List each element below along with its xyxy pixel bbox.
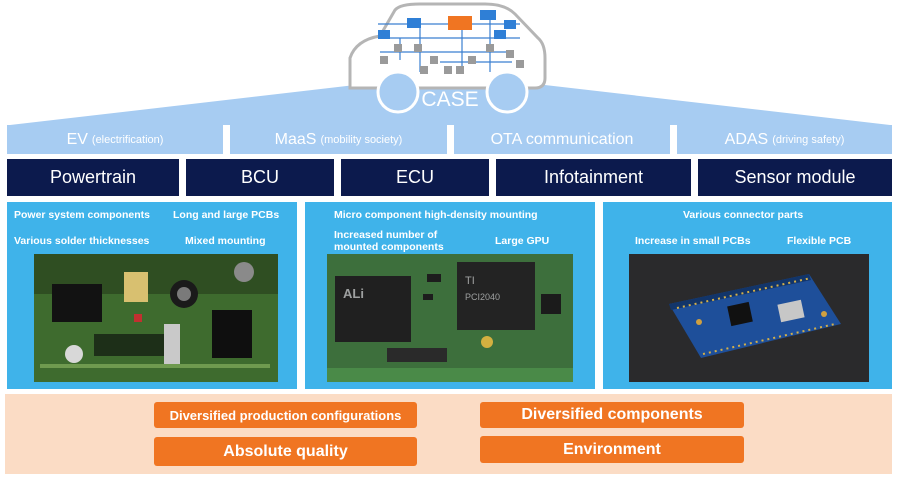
label-connector-parts: Various connector parts [683,209,804,221]
case-maas-label: MaaS [274,130,317,148]
panel-ecu: Micro component high-density mounting In… [305,202,595,389]
photo-small-pcb [629,254,869,382]
photo-power-pcb [34,254,278,382]
label-long-pcbs: Long and large PCBs [173,209,280,221]
case-adas-label: ADAS [724,130,769,148]
node-box [504,20,516,29]
module-infotainment: Infotainment [496,159,691,196]
ecu-central-box [448,16,472,30]
label-power-system: Power system components [14,209,150,221]
bottom-band: Diversified production configurations Di… [5,394,892,474]
label-increased-number: Increased number of [334,229,438,241]
node-box [494,30,506,39]
case-ota-label: OTA communication [490,130,634,148]
case-ev-cell: EV (electrification) [7,125,223,154]
label-mixed-mounting: Mixed mounting [185,235,266,247]
case-adas-cell: ADAS (driving safety) [677,125,892,154]
label-flexible-pcb: Flexible PCB [787,235,852,247]
module-ecu: ECU [341,159,489,196]
chip-pci-text: PCI2040 [465,292,500,302]
case-ota-cell: OTA communication [454,125,670,154]
photo-ecu-pcb: ALi TI PCI2040 [327,254,573,382]
chip-ti-text: TI [465,275,475,287]
panel-powertrain: Power system components Long and large P… [7,202,297,389]
btn-absolute-quality: Absolute quality [154,437,417,466]
node-box [480,10,496,20]
module-bcu: BCU [186,159,334,196]
btn-environment: Environment [480,436,744,463]
case-label: CASE [421,88,479,111]
case-adas-sub: (driving safety) [772,133,845,146]
case-ev-label: EV [66,130,88,148]
module-powertrain: Powertrain [7,159,179,196]
label-micro-mounting: Micro component high-density mounting [334,209,538,221]
label-mounted-components: mounted components [334,241,444,253]
label-large-gpu: Large GPU [495,235,550,247]
btn-diversified-components: Diversified components [480,402,744,428]
module-sensor: Sensor module [698,159,892,196]
case-maas-sub: (mobility society) [320,133,403,146]
node-box [378,30,390,39]
panel-sensor: Various connector parts Increase in smal… [603,202,892,389]
node-box [407,18,421,28]
case-roof-graphic [10,2,890,125]
label-solder: Various solder thicknesses [14,235,150,247]
label-small-pcbs: Increase in small PCBs [635,235,751,247]
car-outline-icon [348,2,547,114]
case-ev-sub: (electrification) [91,133,164,146]
chip-ali-text: ALi [343,286,364,301]
case-maas-cell: MaaS (mobility society) [230,125,447,154]
btn-production-configurations: Diversified production configurations [154,402,417,428]
